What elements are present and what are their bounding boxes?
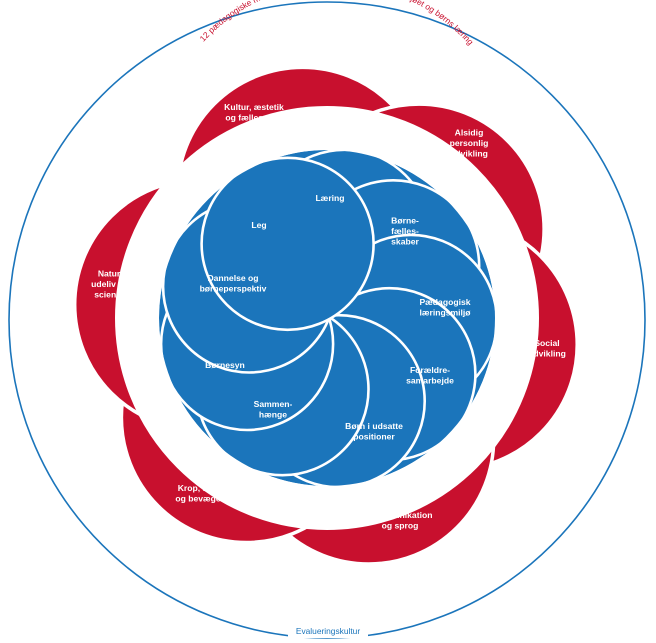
blue-label-boernefaellesskaber-line: skaber (391, 237, 419, 247)
red-label-krop-line: Krop, sanser (178, 483, 231, 493)
blue-label-paedagogisk-line: Pædagogisk (419, 297, 470, 307)
outer-ring-bottom-text: Evalueringskultur (296, 626, 360, 636)
red-label-natur-line: udeliv og (91, 279, 129, 289)
blue-label-leg: Leg (251, 220, 266, 230)
red-label-kultur-line: Kultur, æstetik (224, 102, 284, 112)
blue-label-boern-udsatte-line: Børn i udsatte (345, 421, 403, 431)
blue-label-foraeldresamarbejde-line: samarbejde (406, 375, 454, 385)
blue-label-boernefaellesskaber-line: Børne- (391, 216, 419, 226)
blue-clip-ring (115, 106, 539, 530)
red-label-alsidig-line: udvikling (450, 149, 488, 159)
red-label-natur-line: science (94, 290, 126, 300)
red-label-krop-line: og bevægelse (175, 493, 233, 503)
blue-label-dannelse-line: Dannelse og (207, 273, 258, 283)
blue-petal-ring (115, 106, 539, 530)
blue-label-boernesyn-line: Børnesyn (205, 360, 245, 370)
blue-label-laering: Læring (315, 193, 344, 203)
red-label-social-line: udvikling (528, 348, 566, 358)
blue-label-paedagogisk-line: læringsmiljø (419, 307, 471, 317)
blue-label-boern-udsatte-line: positioner (353, 431, 395, 441)
blue-label-boernefaellesskaber-line: fælles- (391, 226, 419, 236)
red-label-natur-line: Natur, (98, 269, 122, 279)
blue-label-foraeldresamarbejde: Forældre-samarbejde (406, 365, 454, 386)
outer-ring-bottom-gap (288, 624, 368, 638)
blue-label-leg-line: Leg (251, 220, 266, 230)
red-label-kommunikation-line: Kommunikation (368, 510, 433, 520)
red-label-social-line: Social (534, 338, 559, 348)
outer-ring-top-textpath: 12 pædagogiske mål for sammenhængen mell… (198, 0, 476, 47)
blue-label-sammenhaenge-line: Sammen- (254, 399, 293, 409)
blue-label-sammenhaenge-line: hænge (259, 409, 287, 419)
outer-ring-top-text: 12 pædagogiske mål for sammenhængen mell… (198, 0, 476, 47)
red-label-kultur-line: og fællesskab (225, 112, 282, 122)
red-label-kommunikation-line: og sprog (382, 520, 419, 530)
blue-label-dannelse-line: børneperspektiv (200, 283, 267, 293)
red-label-alsidig-line: personlig (450, 138, 489, 148)
blue-label-laering-line: Læring (315, 193, 344, 203)
blue-petal-leg (200, 156, 375, 332)
blue-label-boernefaellesskaber: Børne-fælles-skaber (391, 216, 419, 247)
blue-label-boernesyn: Børnesyn (205, 360, 245, 370)
blue-label-foraeldresamarbejde-line: Forældre- (410, 365, 450, 375)
blue-label-sammenhaenge: Sammen-hænge (254, 399, 293, 420)
red-label-alsidig-line: Alsidig (455, 128, 484, 138)
